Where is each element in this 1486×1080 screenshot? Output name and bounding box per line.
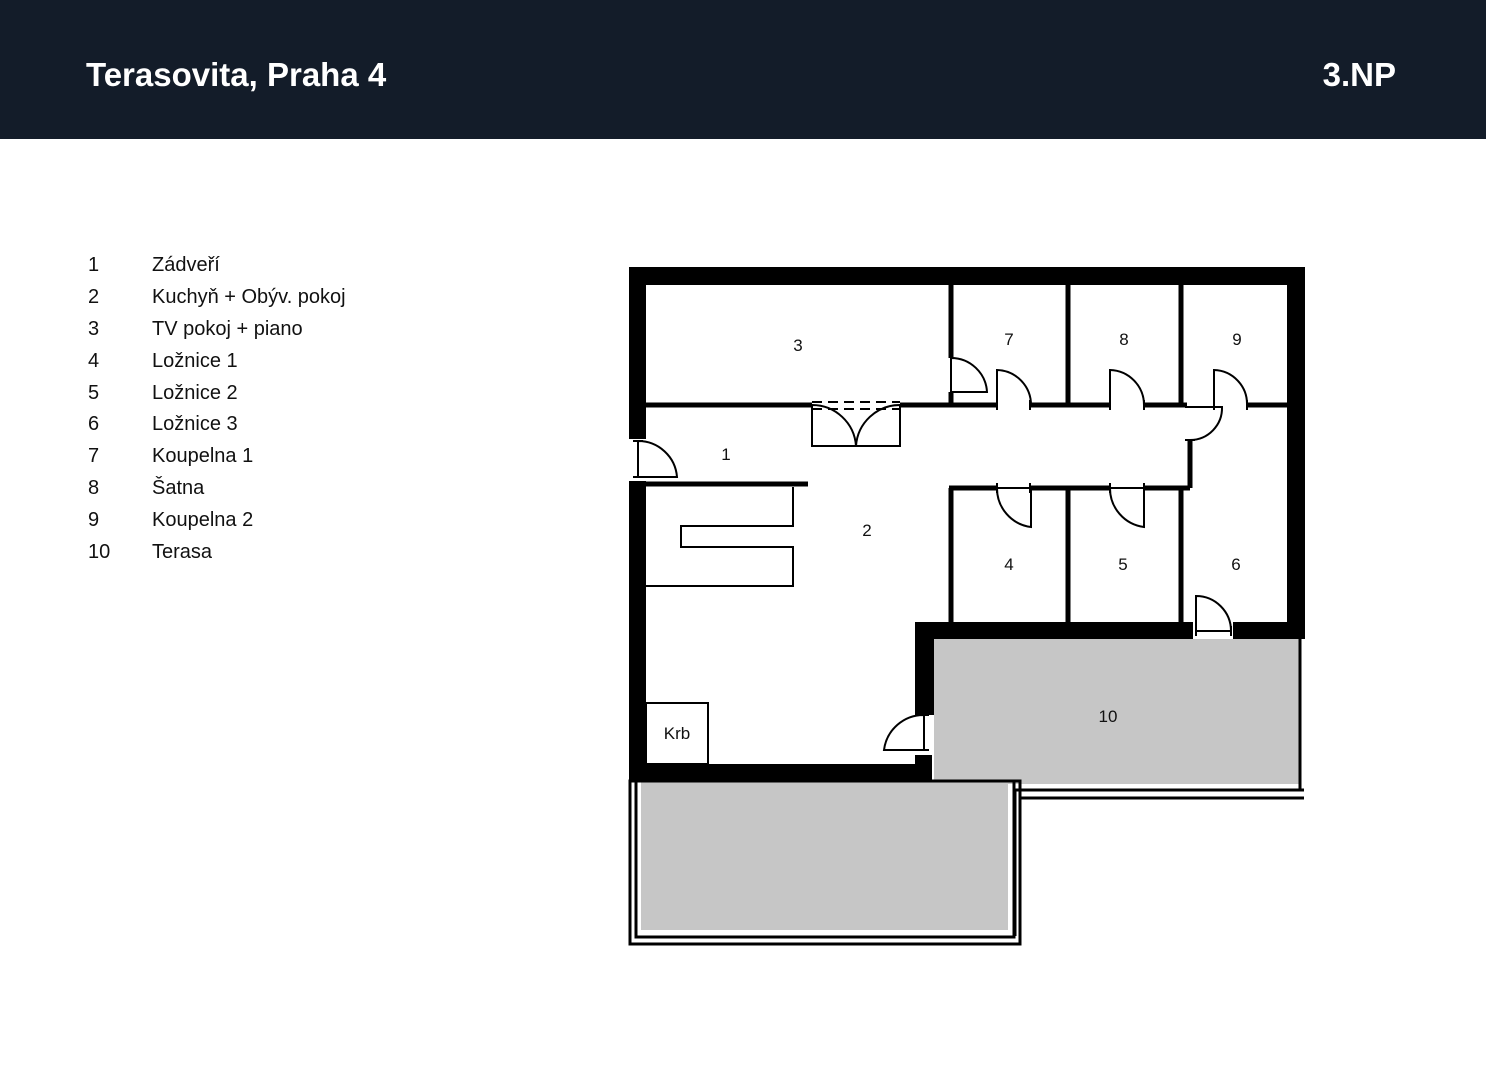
room-label-7: 7	[1004, 330, 1013, 349]
room-label-6: 6	[1231, 555, 1240, 574]
legend-number: 3	[88, 317, 100, 340]
legend-number: 2	[88, 286, 100, 309]
legend-number: 9	[88, 508, 100, 531]
legend-room-name: Terasa	[152, 540, 213, 563]
room-labels: 1 2 3 4 5 6 7 8 9 10	[721, 330, 1241, 726]
legend-number: 6	[88, 413, 100, 436]
room-label-4: 4	[1004, 555, 1013, 574]
legend-room-name: Kuchyň + Obýv. pokoj	[152, 286, 346, 309]
room-6-hall-door	[1189, 406, 1224, 441]
legend-item: 4 Ložnice 1	[88, 345, 346, 377]
legend-item: 7 Koupelna 1	[88, 441, 346, 473]
terrace-railing	[628, 639, 1304, 946]
room-5-door	[1108, 487, 1145, 529]
legend-number: 10	[88, 540, 111, 563]
room-9-door	[1213, 368, 1249, 406]
legend-room-name: Koupelna 2	[152, 508, 254, 531]
entrance-door	[637, 439, 679, 478]
legend-item: 1 Zádveří	[88, 250, 346, 282]
legend-number: 8	[88, 476, 100, 499]
doors	[633, 356, 1249, 751]
legend-room-name: Koupelna 1	[152, 445, 254, 468]
living-terrace-door	[882, 713, 925, 751]
legend-item: 3 TV pokoj + piano	[88, 314, 346, 346]
room-label-9: 9	[1232, 330, 1241, 349]
legend-item: 10 Terasa	[88, 536, 346, 568]
room-label-8: 8	[1119, 330, 1128, 349]
legend-item: 8 Šatna	[88, 473, 346, 505]
room-label-1: 1	[721, 445, 730, 464]
room-label-10: 10	[1099, 707, 1118, 726]
room-6-terrace-door	[1195, 594, 1232, 632]
room-label-5: 5	[1118, 555, 1127, 574]
fireplace: Krb	[645, 702, 709, 765]
interior-walls	[646, 285, 1287, 622]
legend-item: 5 Ložnice 2	[88, 377, 346, 409]
kitchen-counter	[646, 487, 794, 587]
legend-number: 7	[88, 445, 100, 468]
legend-item: 9 Koupelna 2	[88, 504, 346, 536]
legend-number: 5	[88, 381, 100, 404]
double-door-left	[811, 403, 858, 447]
floor-label: 3.NP	[1322, 56, 1396, 93]
page-title: Terasovita, Praha 4	[86, 56, 387, 93]
legend-item: 6 Ložnice 3	[88, 409, 346, 441]
legend-item: 2 Kuchyň + Obýv. pokoj	[88, 282, 346, 314]
terrace-area	[641, 639, 1299, 930]
room-label-3: 3	[793, 336, 802, 355]
legend-room-name: Ložnice 3	[152, 413, 238, 436]
fireplace-label: Krb	[664, 724, 690, 743]
room-4-door	[995, 487, 1032, 529]
header-bar: Terasovita, Praha 4 3.NP	[0, 0, 1486, 139]
legend-room-name: Zádveří	[152, 254, 220, 277]
room-3-side-door	[950, 356, 989, 393]
room-label-2: 2	[862, 521, 871, 540]
legend-number: 4	[88, 349, 100, 372]
room-8-door	[1109, 368, 1145, 406]
legend-room-name: TV pokoj + piano	[152, 317, 303, 340]
exterior-walls	[629, 267, 1305, 781]
room-7-door	[996, 368, 1032, 406]
legend-room-name: Ložnice 1	[152, 349, 238, 372]
double-door-right	[854, 403, 901, 447]
legend-room-name: Ložnice 2	[152, 381, 238, 404]
legend-number: 1	[88, 254, 100, 277]
legend-room-name: Šatna	[152, 476, 205, 499]
room-legend: 1 Zádveří 2 Kuchyň + Obýv. pokoj 3 TV pokoj…	[88, 250, 346, 568]
